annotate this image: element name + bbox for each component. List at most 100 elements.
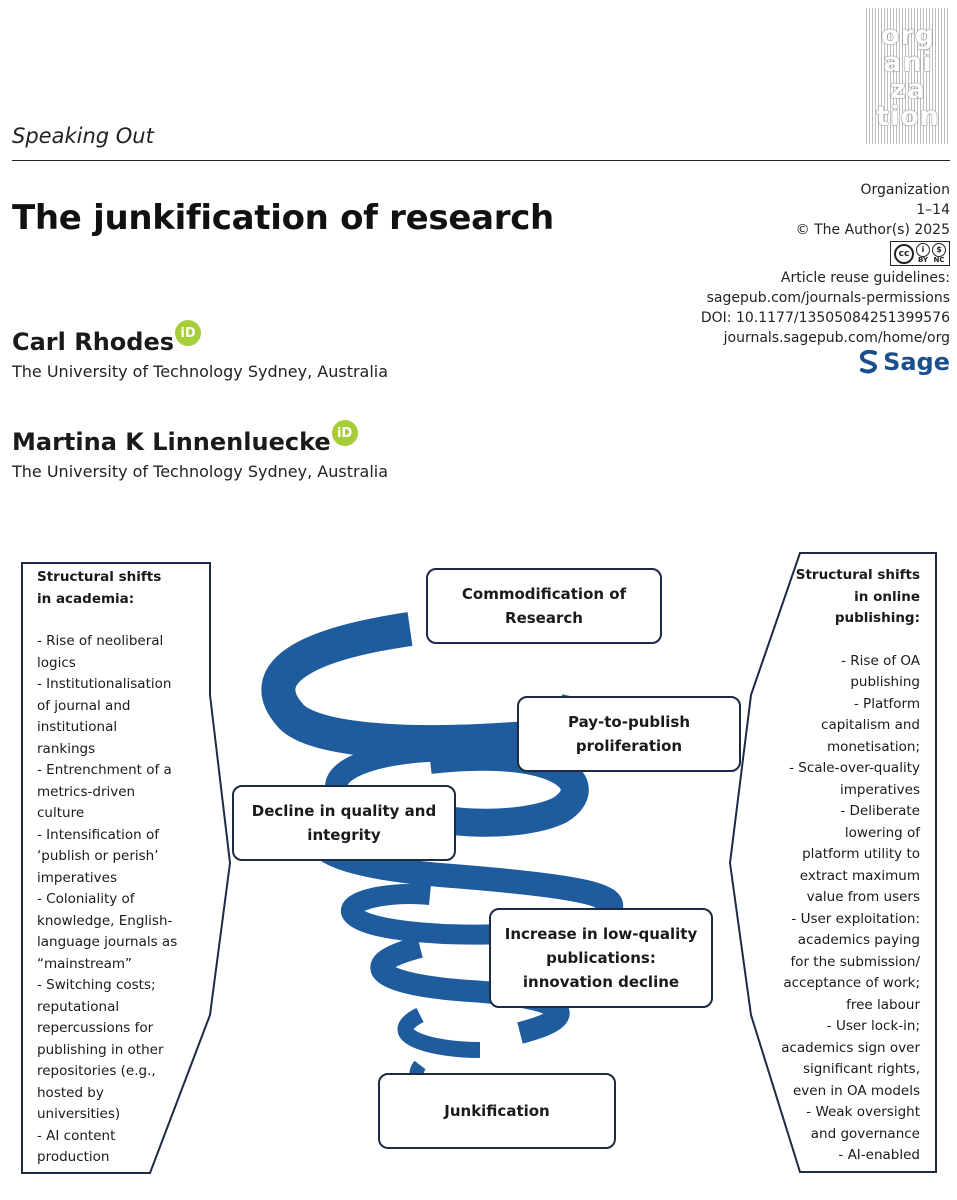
left-panel-heading: Structural shifts <box>37 569 162 585</box>
spiral-band-7 <box>397 1007 481 1058</box>
right-panel-line: academics sign over <box>781 1039 920 1056</box>
right-panel-line: significant rights, <box>802 1061 920 1077</box>
left-panel-line: hosted by <box>37 1084 104 1101</box>
right-panel-line: extract maximum <box>799 867 920 884</box>
right-panel-line: publishing <box>850 674 920 690</box>
header-divider <box>12 160 950 161</box>
stage-label: integrity <box>307 826 381 844</box>
left-panel-line: publishing in other <box>37 1041 164 1058</box>
stage-label: Research <box>505 609 583 627</box>
author-name-text: Martina K Linnenluecke <box>12 428 331 456</box>
stage-box-junkification: Junkification <box>378 1073 616 1149</box>
left-panel-line: logics <box>37 654 76 671</box>
right-panel-line: academics paying <box>797 932 920 948</box>
author-affiliation: The University of Technology Sydney, Aus… <box>12 462 389 481</box>
spiral-band-6 <box>370 936 570 1044</box>
cc-label-nc: NC <box>933 256 945 264</box>
journal-name: Organization <box>860 182 950 198</box>
stage-box-commodification: Commodification of Research <box>426 568 662 644</box>
section-label: Speaking Out <box>12 124 154 148</box>
left-panel-line: repositories (e.g., <box>37 1063 156 1079</box>
cc-icon: cc <box>894 243 914 264</box>
left-panel-text: Structural shifts in academia: - Rise of… <box>37 567 207 1169</box>
right-panel-line: - Rise of OA <box>841 652 920 669</box>
stage-label: innovation decline <box>522 973 680 991</box>
publisher-logo: Sage <box>859 350 950 374</box>
right-panel-line: capitalism and <box>821 717 920 733</box>
left-panel-line: - Institutionalisation <box>37 676 172 692</box>
logo-line: tion <box>876 101 940 132</box>
author-name-text: Carl Rhodes <box>12 328 175 356</box>
right-panel-line: even in OA models <box>792 1082 920 1099</box>
figure-graphics <box>21 552 937 1174</box>
right-panel-line: acceptance of work; <box>783 975 920 991</box>
right-panel-line: monetisation; <box>826 738 920 755</box>
stage-label: Increase in low-quality <box>504 925 698 943</box>
right-panel-line: - Platform <box>853 695 920 712</box>
right-panel-line: and governance <box>810 1125 920 1142</box>
doi[interactable]: DOI: 10.1177/13505084251399576 <box>700 310 950 326</box>
reuse-link[interactable]: sagepub.com/journals-permissions <box>706 290 950 306</box>
right-panel-line: for the submission/ <box>790 953 920 970</box>
logo-line: ani <box>883 47 933 78</box>
journal-logo: org ani za tion <box>866 8 950 144</box>
right-panel-line: lowering of <box>844 824 920 841</box>
cc-license-badge[interactable]: cc i BY $ NC <box>890 241 950 266</box>
left-panel-line: production <box>37 1149 110 1165</box>
logo-line: org <box>880 20 936 51</box>
journal-link[interactable]: journals.sagepub.com/home/org <box>723 330 950 346</box>
left-panel-line: imperatives <box>37 869 117 886</box>
left-panel-heading: in academia: <box>37 590 135 607</box>
article-title: The junkification of research <box>12 198 554 238</box>
stage-box-pay-to-publish: Pay-to-publish proliferation <box>517 696 741 772</box>
left-panel-line: universities) <box>37 1106 121 1122</box>
stage-box-low-quality-publications: Increase in low-quality publications: in… <box>489 908 713 1008</box>
left-panel-line: reputational <box>37 998 120 1015</box>
left-panel-line: knowledge, English- <box>37 912 173 929</box>
left-panel-line: language journals as <box>37 934 178 950</box>
copyright: © The Author(s) 2025 <box>795 222 950 238</box>
orcid-icon[interactable]: iD <box>175 320 202 346</box>
stage-label: Pay-to-publish <box>568 713 690 731</box>
left-panel-line: culture <box>37 805 85 821</box>
stage-box-decline-quality: Decline in quality and integrity <box>232 785 456 861</box>
right-panel-line: platform utility to <box>802 846 920 862</box>
right-panel-line: - Deliberate <box>840 803 920 819</box>
noncommercial-icon: $ <box>932 243 946 257</box>
right-panel-line: - AI-enabled <box>838 1147 920 1163</box>
left-panel-line: rankings <box>37 740 96 757</box>
right-panel-heading: Structural shifts <box>795 567 920 583</box>
right-panel-line: value from users <box>806 889 920 905</box>
sage-s-icon <box>859 350 878 374</box>
logo-line: za <box>890 74 926 105</box>
stage-label: proliferation <box>575 737 683 755</box>
stage-label: Decline in quality and <box>251 802 437 820</box>
left-panel-outline <box>21 562 232 1174</box>
article-metadata: Organization 1–14 © The Author(s) 2025 c… <box>590 180 950 380</box>
left-panel-line: - Switching costs; <box>37 977 156 993</box>
orcid-icon[interactable]: iD <box>331 420 358 446</box>
right-panel-heading: in online <box>854 588 920 605</box>
left-panel-line: “mainstream” <box>37 955 133 972</box>
left-panel-line: - AI content <box>37 1127 116 1144</box>
right-panel-heading: publishing: <box>834 610 920 626</box>
left-panel-line: repercussions for <box>37 1020 154 1036</box>
author-affiliation: The University of Technology Sydney, Aus… <box>12 362 389 381</box>
left-panel-line: metrics-driven <box>37 783 136 800</box>
left-panel-line: ‘publish or perish’ <box>37 848 159 864</box>
right-panel-outline <box>728 552 937 1173</box>
page-range: 1–14 <box>916 202 950 218</box>
right-panel-line: - User exploitation: <box>791 910 920 927</box>
right-panel-text: Structural shifts in online publishing: … <box>760 565 920 1167</box>
left-panel-line: institutional <box>37 719 118 735</box>
junkification-figure: Structural shifts in academia: - Rise of… <box>0 545 957 1200</box>
right-panel-line: - Scale-over-quality <box>789 760 920 776</box>
publisher-name: Sage <box>883 348 950 376</box>
left-panel-line: - Entrenchment of a <box>37 762 172 778</box>
left-panel-line: - Coloniality of <box>37 891 135 907</box>
right-panel-line: - Weak oversight <box>806 1104 920 1120</box>
stage-label: publications: <box>546 949 656 967</box>
right-panel-line: - User lock-in; <box>826 1018 920 1034</box>
